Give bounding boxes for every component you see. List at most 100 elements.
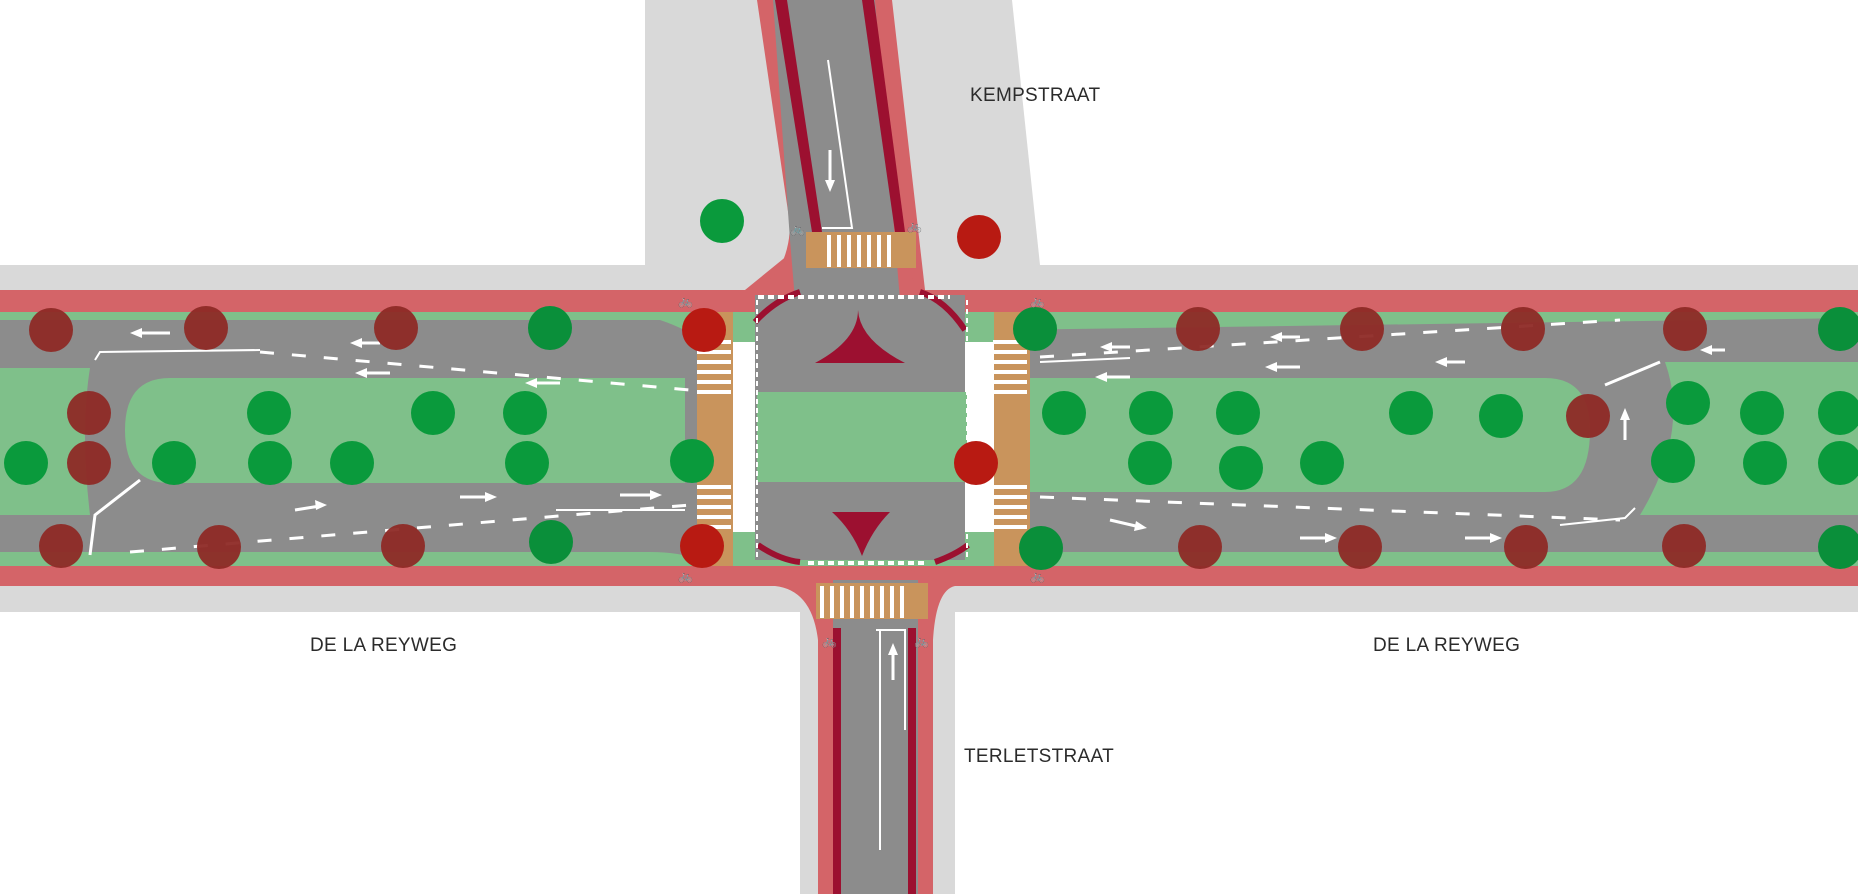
tree-icon <box>1340 307 1384 351</box>
arrow-icon <box>1465 533 1502 543</box>
tree-icon <box>1178 525 1222 569</box>
arrow-icon <box>825 150 835 192</box>
arrow-icon <box>888 643 898 680</box>
tree-icon <box>670 439 714 483</box>
arrow-icon <box>130 328 170 338</box>
paving-east <box>994 312 1030 566</box>
arrow-icon <box>460 492 497 502</box>
zebra-east-upper <box>993 340 1027 394</box>
bicycle-icon: 🚲 <box>914 634 929 648</box>
tree-icon <box>381 524 425 568</box>
tree-layer <box>4 199 1858 570</box>
lane-east-curve <box>1604 360 1661 387</box>
arrow-icon <box>1435 357 1465 367</box>
tree-icon <box>184 306 228 350</box>
arrow-icon <box>620 490 662 500</box>
tree-icon <box>1338 525 1382 569</box>
zebra-west-lower <box>697 485 731 529</box>
tree-icon <box>152 441 196 485</box>
tree-icon <box>39 524 83 568</box>
bicycle-icon: 🚲 <box>678 569 693 583</box>
tree-icon <box>1019 526 1063 570</box>
zebra-north <box>827 235 891 267</box>
arrow-icon <box>1100 342 1130 352</box>
tree-icon <box>954 441 998 485</box>
bicycle-icon: 🚲 <box>1030 569 1045 583</box>
zebra-east-lower <box>993 485 1027 529</box>
tree-icon <box>1663 307 1707 351</box>
arrow-icon <box>355 368 390 378</box>
road-kempstraat <box>773 0 900 300</box>
lane-west-taper <box>94 349 261 361</box>
arrow-icon <box>1700 345 1725 355</box>
tree-icon <box>67 391 111 435</box>
lane-dash-west-north <box>259 350 691 392</box>
tree-icon <box>197 525 241 569</box>
lane-dash-east-south <box>1039 495 1621 522</box>
tree-icon <box>529 520 573 564</box>
tree-icon <box>1743 441 1787 485</box>
bike-edge-terlet-east <box>908 628 916 894</box>
kerb-nw <box>752 289 801 325</box>
lane-kemp-centre <box>822 59 854 229</box>
arrow-icon <box>1109 518 1147 531</box>
street-label-west: DE LA REYWEG <box>310 635 457 656</box>
tree-icon <box>1818 441 1858 485</box>
bicycle-icon: 🚲 <box>1030 294 1045 308</box>
tree-icon <box>1216 391 1260 435</box>
bike-edge-kemp-west <box>775 0 822 232</box>
bike-lane-edge-layer <box>752 0 970 894</box>
arrow-icon <box>1265 362 1300 372</box>
arrow-layer <box>130 150 1725 680</box>
arrow-icon <box>1620 408 1630 440</box>
arrow-icon <box>1300 533 1337 543</box>
tree-icon <box>1566 394 1610 438</box>
tree-icon <box>680 524 724 568</box>
tree-icon <box>503 391 547 435</box>
tree-icon <box>1504 525 1548 569</box>
tree-icon <box>1818 525 1858 569</box>
tree-icon <box>1651 439 1695 483</box>
road-terletstraat <box>833 580 918 894</box>
median-west-edge <box>0 368 90 515</box>
tree-icon <box>1219 446 1263 490</box>
street-label-terletstraat: TERLETSTRAAT <box>964 746 1114 767</box>
zebra-layer <box>697 235 1027 618</box>
arrow-icon <box>294 500 327 512</box>
bike-edge-terlet-west <box>833 628 841 894</box>
street-label-layer: KEMPSTRAAT DE LA REYWEG DE LA REYWEG TER… <box>310 85 1520 767</box>
tree-icon <box>1501 307 1545 351</box>
tree-icon <box>1389 391 1433 435</box>
bicycle-icon: 🚲 <box>822 634 837 648</box>
arrow-icon <box>525 378 560 388</box>
tree-icon <box>1128 441 1172 485</box>
arrow-icon <box>1095 372 1130 382</box>
paving-west <box>697 312 733 566</box>
tree-icon <box>528 306 572 350</box>
lane-line-east-stop <box>1039 357 1131 363</box>
zebra-south <box>820 586 904 618</box>
kerb-sw <box>756 542 801 565</box>
tree-icon <box>247 391 291 435</box>
tree-icon <box>1666 381 1710 425</box>
bike-edge-kemp-east <box>862 0 905 232</box>
tree-icon <box>330 441 374 485</box>
tree-icon <box>29 308 73 352</box>
tree-icon <box>374 306 418 350</box>
tree-icon <box>67 441 111 485</box>
tree-icon <box>1818 391 1858 435</box>
tree-icon <box>1042 391 1086 435</box>
tree-icon <box>700 199 744 243</box>
bicycle-layer: 🚲 🚲 🚲 🚲 🚲 🚲 🚲 🚲 <box>678 219 1045 648</box>
tree-icon <box>1740 391 1784 435</box>
bicycle-icon: 🚲 <box>790 222 805 236</box>
tree-icon <box>1176 307 1220 351</box>
lane-terlet-side <box>876 629 906 730</box>
kerb-se <box>934 542 970 565</box>
bicycle-icon: 🚲 <box>907 219 922 233</box>
tree-icon <box>505 441 549 485</box>
bicycle-icon: 🚲 <box>678 294 693 308</box>
tree-icon <box>682 308 726 352</box>
lane-east-taper <box>1559 507 1636 526</box>
